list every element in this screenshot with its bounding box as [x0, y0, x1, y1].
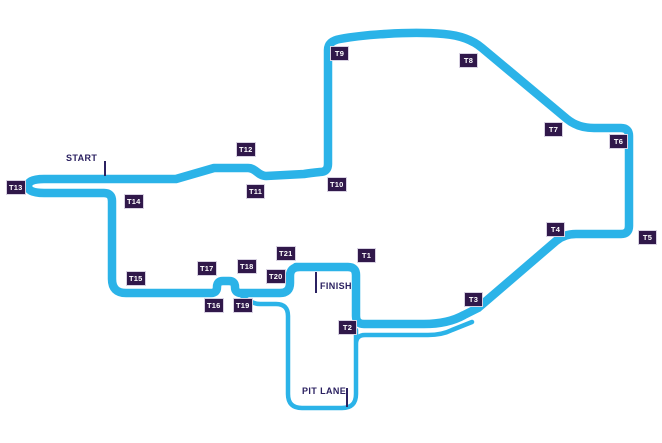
track-outline-path: [23, 28, 634, 329]
turn-marker-t21: T21: [276, 246, 296, 261]
turn-marker-t19: T19: [233, 298, 253, 313]
turn-marker-t8: T8: [459, 53, 478, 68]
turn-marker-t15: T15: [126, 271, 146, 286]
turn-marker-t1: T1: [357, 248, 376, 263]
turn-marker-t10: T10: [327, 177, 347, 192]
start-line-tick: [104, 161, 106, 176]
turn-marker-t6: T6: [609, 134, 628, 149]
finish-label: FINISH: [320, 281, 352, 291]
turn-marker-t16: T16: [204, 298, 224, 313]
turn-marker-t14: T14: [124, 194, 144, 209]
turn-marker-t4: T4: [546, 222, 565, 237]
turn-marker-t9: T9: [330, 46, 349, 61]
turn-marker-t18: T18: [237, 259, 257, 274]
turn-marker-t13: T13: [6, 180, 26, 195]
turn-marker-t17: T17: [197, 261, 217, 276]
pit-lane-label: PIT LANE: [302, 386, 347, 396]
turn-marker-t3: T3: [464, 292, 483, 307]
turn-marker-t20: T20: [266, 269, 286, 284]
turn-marker-t5: T5: [638, 230, 657, 245]
pit-lane-tick: [346, 388, 348, 407]
turn-marker-t7: T7: [544, 122, 563, 137]
turn-marker-t2: T2: [338, 320, 357, 335]
turn-marker-t12: T12: [236, 142, 256, 157]
finish-line-tick: [315, 272, 317, 293]
turn-marker-t11: T11: [246, 184, 266, 199]
start-label: START: [66, 153, 98, 163]
